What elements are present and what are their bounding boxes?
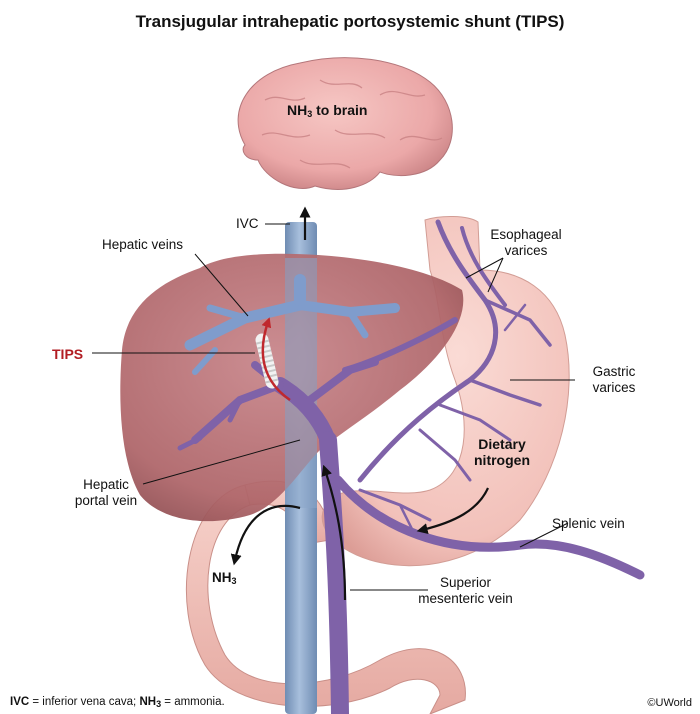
smv-flow-arrow <box>321 464 347 601</box>
leader-lines <box>92 223 575 591</box>
hepatic-veins <box>184 274 400 375</box>
gastric-varices-label: Gastric varices <box>592 364 636 395</box>
brain-label: NH3 to brain <box>287 102 368 119</box>
splenic-vein-label: Splenic vein <box>552 516 625 531</box>
ivc-label: IVC <box>236 216 259 231</box>
page-title: Transjugular intrahepatic portosystemic … <box>135 12 565 31</box>
hepatic-veins-label: Hepatic veins <box>102 237 184 252</box>
nh3-label: NH3 <box>212 570 237 586</box>
nh3-flow-arrow <box>230 504 301 566</box>
dietary-nitrogen-label: Dietary nitrogen <box>474 436 530 468</box>
tips-label: TIPS <box>52 346 84 362</box>
superior-mesenteric-vein-label: Superior mesenteric vein <box>418 575 513 606</box>
varices <box>342 219 552 537</box>
tips-flow-arrow <box>261 317 291 402</box>
brain <box>237 57 453 190</box>
splenic-vein <box>333 475 645 580</box>
nitrogen-flow-arrow <box>416 487 490 535</box>
tips-stent <box>255 317 291 402</box>
hepatic-portal-vein-label: Hepatic portal vein <box>74 477 138 508</box>
stomach <box>321 216 570 567</box>
copyright: ©UWorld <box>647 697 692 709</box>
esophageal-varices-label: Esophageal varices <box>490 227 562 258</box>
footer-legend: IVC = inferior vena cava; NH3 = ammonia. <box>10 696 225 709</box>
